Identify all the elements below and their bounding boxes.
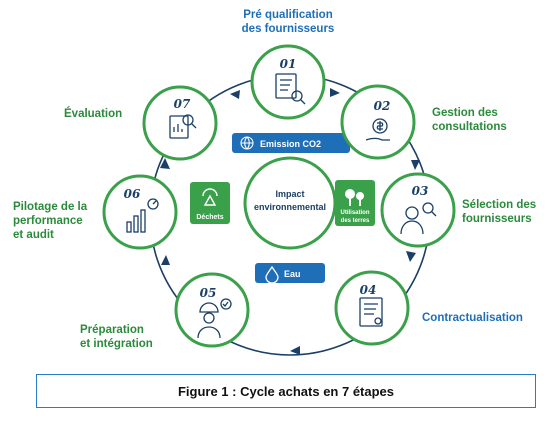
dechets-badge bbox=[190, 182, 230, 224]
arrow-5-6 bbox=[161, 255, 170, 265]
step-02-label: Gestion des consultations bbox=[432, 107, 507, 133]
arrow-7-1 bbox=[230, 90, 240, 99]
step-06-label: Pilotage de la performance et audit bbox=[13, 201, 88, 241]
globe-icon bbox=[240, 136, 254, 150]
worker-check-icon bbox=[197, 298, 232, 339]
step-03-label: Sélection des fournisseurs bbox=[462, 199, 537, 225]
step-01: 01 bbox=[250, 44, 326, 120]
step-05-number: 05 bbox=[200, 286, 217, 300]
step-01-label: Pré qualification des fournisseurs bbox=[241, 9, 335, 35]
arrow-2-3 bbox=[411, 160, 420, 170]
terres-badge bbox=[335, 180, 375, 226]
eau-label: Eau bbox=[284, 269, 301, 279]
co2-badge bbox=[232, 133, 350, 153]
step-07-label: Évaluation bbox=[64, 108, 123, 120]
step-04-label: Contractualisation bbox=[422, 312, 523, 324]
step-03: 03 bbox=[380, 172, 456, 248]
step-05-label: Préparation et intégration bbox=[80, 324, 153, 350]
step-03-number: 03 bbox=[412, 184, 429, 198]
co2-label: Emission CO2 bbox=[260, 139, 321, 149]
step-02-number: 02 bbox=[374, 99, 391, 113]
center-line1: Impact bbox=[275, 189, 304, 199]
arrow-4-5 bbox=[290, 346, 300, 355]
growth-chart-icon bbox=[126, 198, 159, 233]
step-07-number: 07 bbox=[174, 97, 191, 111]
step-02: 02 bbox=[340, 84, 416, 160]
center-line2: environnemental bbox=[254, 202, 326, 212]
recycle-icon bbox=[202, 188, 218, 206]
arrow-3-4 bbox=[406, 251, 416, 262]
money-hand-icon bbox=[365, 118, 390, 141]
contract-icon bbox=[359, 297, 383, 327]
dechets-label: Déchets bbox=[196, 214, 223, 221]
arrow-1-2 bbox=[330, 88, 340, 97]
step-06: 06 bbox=[102, 174, 178, 250]
figure-caption: Figure 1 : Cycle achats en 7 étapes bbox=[177, 383, 395, 399]
step-04: 04 bbox=[334, 270, 410, 346]
document-search-icon bbox=[275, 73, 306, 105]
step-04-number: 04 bbox=[360, 283, 377, 297]
arrow-6-7 bbox=[160, 158, 170, 169]
person-search-icon bbox=[400, 202, 437, 235]
terres-line2: des terres bbox=[341, 218, 370, 224]
water-drop-icon bbox=[265, 265, 279, 284]
step-07: 07 bbox=[142, 85, 218, 161]
orbit-arrows bbox=[160, 88, 420, 355]
step-06-number: 06 bbox=[124, 187, 141, 201]
figure-caption-box: Figure 1 : Cycle achats en 7 étapes bbox=[36, 374, 536, 408]
terres-line1: Utilisation bbox=[340, 210, 369, 216]
step-05: 05 bbox=[174, 272, 250, 348]
step-01-number: 01 bbox=[280, 57, 297, 71]
report-search-icon bbox=[169, 114, 197, 139]
tree-icon bbox=[345, 189, 364, 206]
